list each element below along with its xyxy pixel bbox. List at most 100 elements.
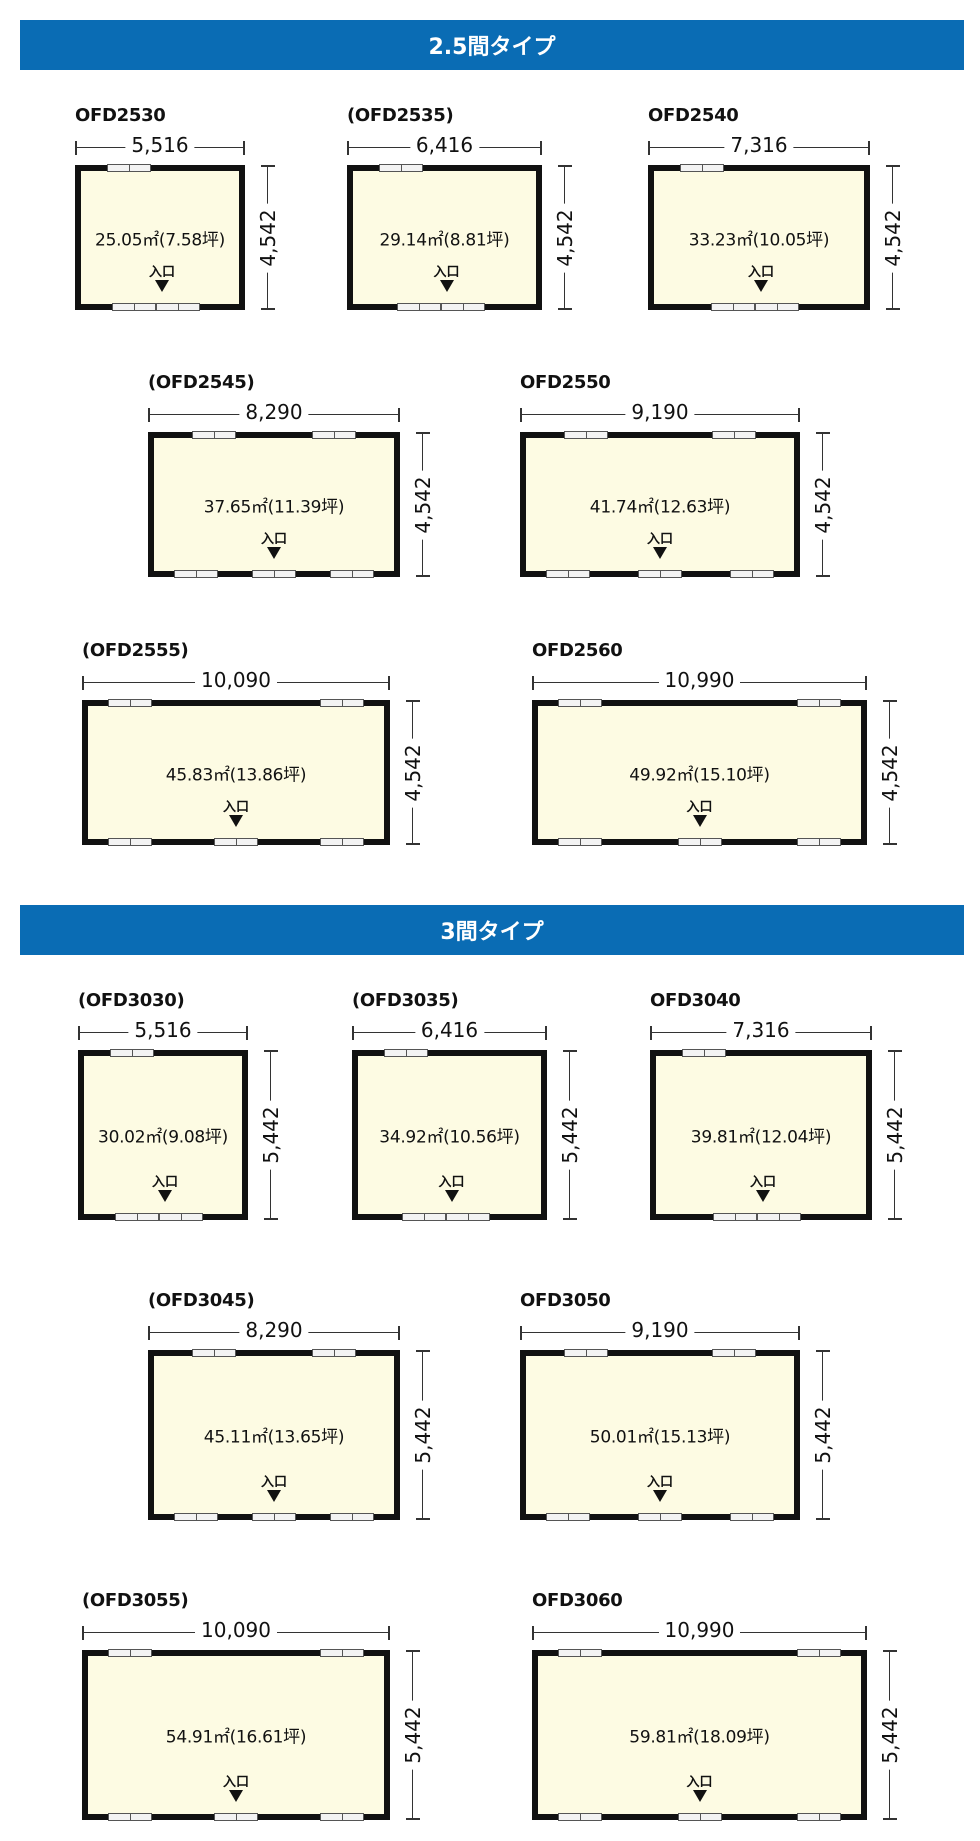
dimension-tick [816,432,830,434]
entrance-label: 入口 [747,265,774,280]
plan-code: OFD3050 [520,1290,611,1311]
dimension-tick [883,843,897,845]
width-value: 7,316 [726,1018,796,1042]
window-icon [320,699,364,707]
entrance-label: 入口 [151,1175,178,1190]
width-dimension: 10,090 [82,668,390,692]
entrance-label: 入口 [148,265,175,280]
floor-area: 59.81㎡(18.09坪) [629,1727,770,1748]
depth-dimension: 5,442 [401,1650,425,1820]
window-icon [638,570,682,578]
entrance-marker: 入口 [142,266,182,292]
entrance-label: 入口 [222,800,249,815]
window-icon [156,303,200,311]
depth-dimension: 4,542 [401,700,425,845]
dimension-tick [883,1650,897,1652]
depth-value: 4,542 [256,202,280,273]
room-outline: 49.92㎡(15.10坪)入口 [532,699,867,846]
entrance-label: 入口 [646,1475,673,1490]
dimension-tick [261,165,275,167]
entrance-label: 入口 [749,1175,776,1190]
entrance-label: 入口 [686,1775,713,1790]
dimension-tick [868,141,870,155]
width-value: 6,416 [409,133,480,157]
dimension-tick [816,1350,830,1352]
width-dimension: 7,316 [650,1018,872,1042]
entrance-label: 入口 [686,800,713,815]
dimension-tick [416,432,430,434]
window-icon [638,1513,682,1521]
dimension-tick [78,1026,80,1040]
entrance-marker: 入口 [741,266,781,292]
window-icon [797,1813,841,1821]
room-outline: 30.02㎡(9.08坪)入口 [78,1049,248,1221]
dimension-tick [798,1326,800,1340]
width-dimension: 7,316 [648,133,870,157]
entrance-label: 入口 [260,1475,287,1490]
dimension-tick [532,676,534,690]
dimension-tick [388,1626,390,1640]
dimension-tick [264,1218,278,1220]
depth-value: 4,542 [881,202,905,273]
window-icon [214,838,258,846]
floor-area: 29.14㎡(8.81坪) [379,230,510,250]
entrance-label: 入口 [438,1175,465,1190]
depth-dimension: 5,442 [259,1050,283,1220]
window-icon [558,1813,602,1821]
window-icon [174,1513,218,1521]
dimension-tick [532,1626,534,1640]
window-icon [330,1513,374,1521]
dimension-tick [886,308,900,310]
entrance-arrow-icon [158,1190,172,1202]
dimension-tick [520,408,522,422]
window-icon [564,1349,608,1357]
width-value: 8,290 [239,400,309,424]
dimension-tick [563,1050,577,1052]
entrance-arrow-icon [692,1790,707,1802]
window-icon [115,1213,159,1221]
dimension-tick [388,676,390,690]
window-icon [108,1649,152,1657]
dimension-tick [558,308,572,310]
window-icon [713,1213,757,1221]
floor-area: 25.05㎡(7.58坪) [95,230,225,250]
depth-value: 5,442 [411,1400,435,1470]
window-icon [445,1213,490,1221]
window-icon [396,303,441,311]
entrance-label: 入口 [222,1775,249,1790]
entrance-arrow-icon [692,815,707,827]
width-value: 9,190 [625,400,695,424]
section-title: 2.5間タイプ [428,35,556,60]
dimension-tick [82,676,84,690]
depth-dimension: 4,542 [411,432,435,577]
window-icon [108,1813,152,1821]
entrance-marker: 入口 [432,1176,472,1202]
entrance-arrow-icon [444,1190,459,1202]
depth-value: 5,442 [259,1100,283,1170]
entrance-marker: 入口 [216,801,256,827]
depth-value: 4,542 [811,469,835,540]
dimension-tick [406,700,420,702]
dimension-tick [352,1026,354,1040]
plan-code: (OFD2535) [347,105,454,126]
window-icon [320,838,364,846]
window-icon [330,570,374,578]
dimension-tick [883,1818,897,1820]
room-outline: 34.92㎡(10.56坪)入口 [352,1049,547,1221]
window-icon [797,699,841,707]
depth-value: 5,442 [401,1700,425,1770]
dimension-tick [563,1218,577,1220]
dimension-tick [406,1818,420,1820]
window-icon [312,1349,356,1357]
section-title: 3間タイプ [440,920,544,945]
plan-code: (OFD2545) [148,372,255,393]
dimension-tick [888,1218,902,1220]
dimension-tick [75,141,77,155]
room-outline: 59.81㎡(18.09坪) 入口 [532,1649,867,1821]
room-outline: 41.74㎡(12.63坪)入口 [520,431,800,578]
window-icon [320,1649,364,1657]
width-value: 10,990 [658,1618,741,1642]
depth-value: 5,442 [883,1100,907,1170]
